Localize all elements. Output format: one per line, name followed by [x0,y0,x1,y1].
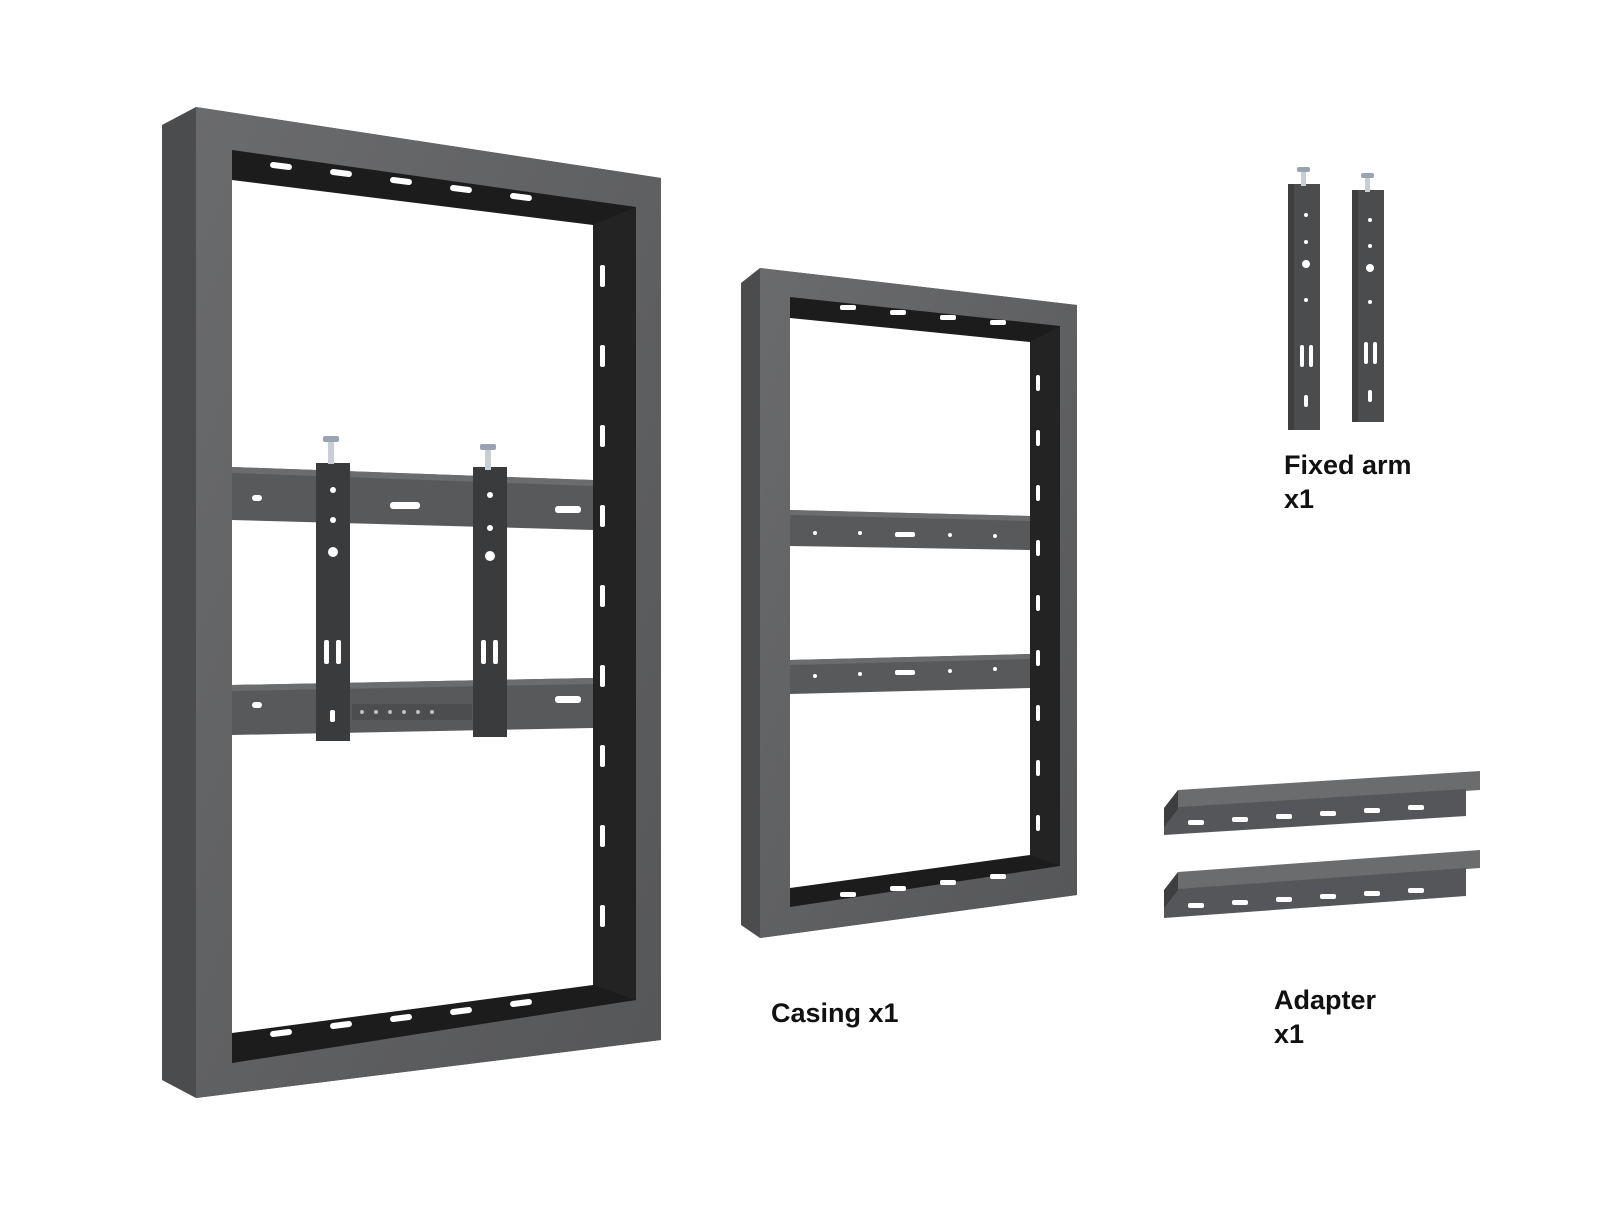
casing-bottom-slots [840,874,1006,897]
large-frame-arm-right [473,444,507,737]
large-frame-rail-bottom [232,678,593,735]
adapter-rail-lower [1164,850,1480,918]
casing-caption: Casing x1 [771,996,899,1030]
casing-caption-line-1: Casing x1 [771,998,899,1028]
casing-rail-top [790,510,1030,550]
large-frame-opening [232,180,593,1033]
assembled-casing-illustration [162,107,661,1098]
adapter-rail-upper [1164,771,1480,835]
casing-right-wall [1030,326,1060,866]
adapter-illustration [1164,771,1480,918]
casing-rail-bottom [790,654,1030,694]
fixed-arm-left [1288,167,1320,430]
fixed-arm-caption-line-1: Fixed arm [1284,450,1412,480]
large-frame-top-slots [270,162,532,201]
casing-side-slots [1036,375,1040,831]
fixed-arm-caption-line-2: x1 [1284,484,1315,514]
large-frame-side-slots [600,265,605,927]
casing-opening [790,318,1030,888]
fixed-arm-illustration [1288,167,1384,430]
large-frame-bottom-slots [270,999,532,1037]
casing-top-slots [840,305,1006,325]
adapter-caption-line-2: x1 [1274,1019,1305,1049]
large-frame-arm-left [316,436,350,741]
fixed-arm-right [1352,173,1384,422]
large-frame-right-wall [593,207,636,1000]
adapter-caption-line-1: Adapter [1274,985,1377,1015]
casing-illustration [741,268,1077,938]
adapter-caption: Adapter x1 [1274,983,1376,1051]
fixed-arm-caption: Fixed arm x1 [1284,448,1412,516]
